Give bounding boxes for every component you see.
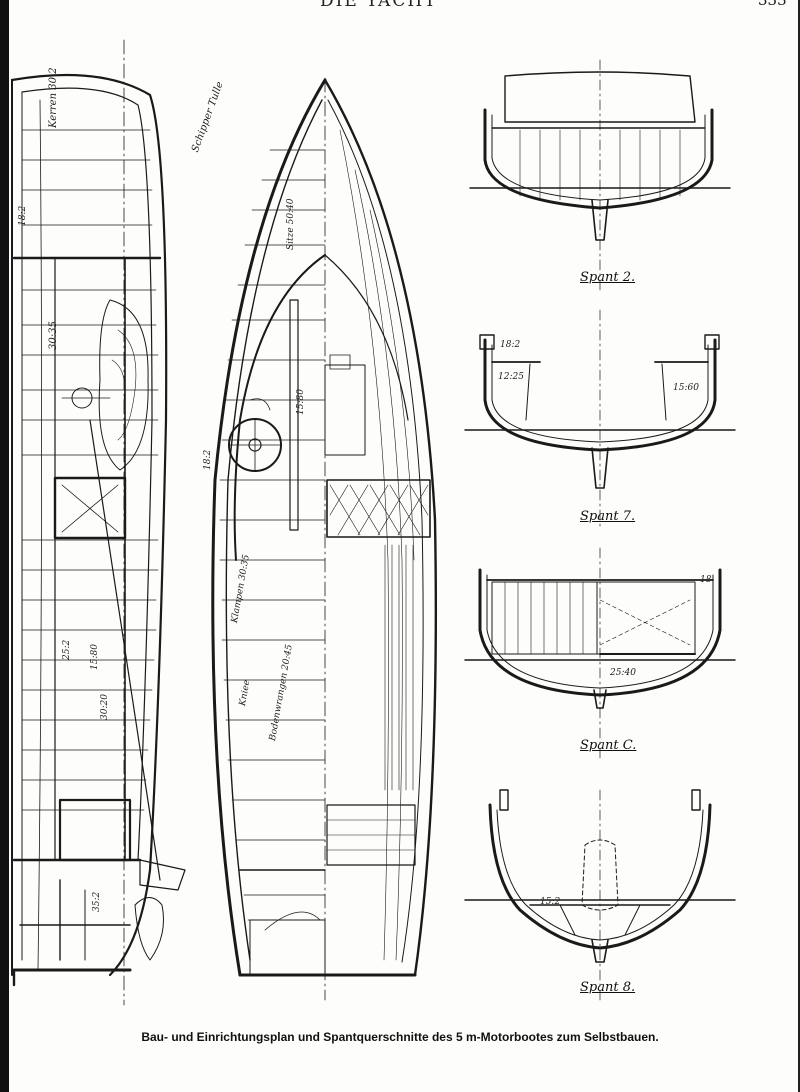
section-label-spant-7: Spant 7. xyxy=(580,509,636,524)
section-label-18: 18 xyxy=(700,575,712,585)
side-label-25x2: 25:2 xyxy=(62,639,72,660)
section-label-spant-2: Spant 2. xyxy=(580,270,636,285)
plan-label-sitze: Sitze 50:40 xyxy=(286,198,296,250)
figure-caption: Bau- und Einrichtungsplan und Spantquers… xyxy=(141,1030,659,1044)
section-label-12x25: 12:25 xyxy=(498,372,524,382)
plan-label-15x80: 15:80 xyxy=(296,389,306,415)
section-spant-8 xyxy=(464,789,736,1001)
journal-running-head: DIE YACHT xyxy=(320,0,438,11)
section-spant-2 xyxy=(469,59,731,291)
side-label-30x20: 30:20 xyxy=(100,694,110,720)
plan-label-18x2: 18:2 xyxy=(203,449,213,470)
side-label-15x80: 15:80 xyxy=(90,644,100,670)
scan-border-right xyxy=(798,0,800,1092)
side-label-kerren: Kerren 30:2 xyxy=(48,67,59,128)
side-profile-view xyxy=(10,39,186,1006)
section-label-spant-c: Spant C. xyxy=(580,738,637,753)
page-number: 333 xyxy=(758,0,787,9)
side-label-18x2: 18:2 xyxy=(18,205,28,226)
plan-view xyxy=(211,77,438,1001)
side-label-35x2: 35:2 xyxy=(92,891,102,912)
scan-border-left xyxy=(0,0,9,1092)
section-label-25x40: 25:40 xyxy=(610,668,636,678)
section-label-spant-8: Spant 8. xyxy=(580,980,636,995)
section-spant-7 xyxy=(464,309,736,531)
section-label-15x2: 15:2 xyxy=(540,897,561,907)
section-spant-c xyxy=(464,547,736,761)
section-label-15x60: 15:60 xyxy=(673,383,699,393)
section-label-18x2: 18:2 xyxy=(500,340,521,350)
side-label-30x35: 30:35 xyxy=(48,321,59,350)
